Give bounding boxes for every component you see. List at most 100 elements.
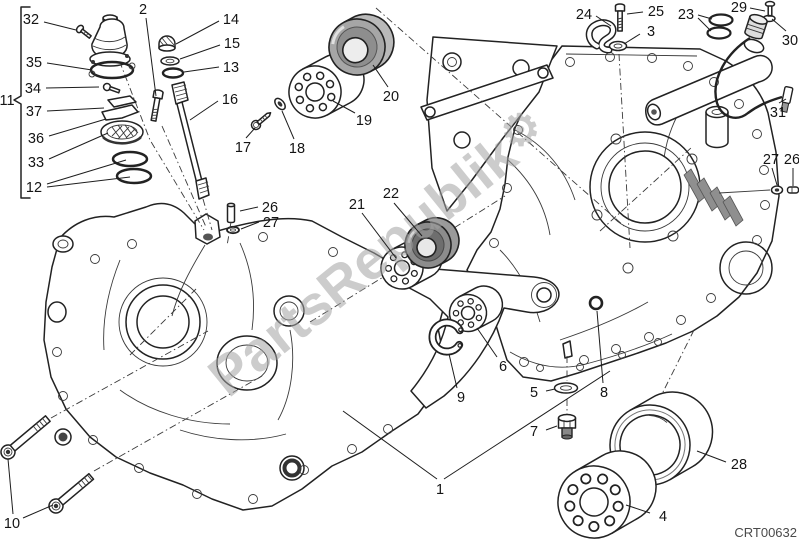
part-22-shaded-bearing [404, 216, 460, 269]
callout-13: 13 [223, 60, 239, 76]
leader-line-27 [771, 167, 778, 186]
callout-33: 33 [28, 155, 44, 171]
callout-34: 34 [25, 81, 41, 97]
part-32-screw [75, 24, 92, 39]
callout-20: 20 [383, 89, 399, 105]
part-breather-valve-assembly [75, 14, 205, 231]
part-33-mesh-filter [100, 120, 144, 145]
part-30-sensor [744, 13, 768, 40]
callout-36: 36 [28, 131, 44, 147]
leader-line-5 [545, 388, 556, 392]
leader-line-6 [476, 327, 498, 358]
leader-line-20 [372, 64, 389, 88]
part-27-washer-right [770, 185, 784, 195]
leader-line-26 [239, 206, 259, 212]
leader-line-24 [595, 15, 612, 27]
part-8-oring [588, 295, 604, 311]
part-28-spacer-ring [609, 391, 714, 486]
leader-line-1 [443, 370, 611, 480]
leader-line-23 [697, 17, 712, 32]
part-27-washer-left [226, 221, 240, 247]
leader-line-4 [625, 504, 651, 514]
callout-21: 21 [349, 197, 365, 213]
leader-line-16 [189, 100, 219, 121]
callout-19: 19 [356, 113, 372, 129]
part-20-shaded-bearing [328, 13, 395, 76]
part-4-ball-bearing [557, 450, 657, 539]
callout-37: 37 [26, 104, 42, 120]
part-36-stop-plate [101, 104, 139, 121]
callout-18: 18 [289, 141, 305, 157]
part-24-clamp [585, 19, 617, 54]
crankcase-arm [397, 265, 560, 409]
front-mount-frame [420, 36, 558, 212]
part-7-plug [557, 413, 577, 440]
callout-14: 14 [223, 12, 239, 28]
leader-line-8 [596, 310, 604, 384]
leader-line-34 [45, 86, 100, 89]
leader-line-9 [448, 353, 458, 389]
leader-line-7 [545, 425, 558, 431]
callout-31: 31 [770, 105, 786, 121]
leader-line-14 [175, 20, 220, 45]
part-12-orings [111, 150, 153, 185]
leader-line-30 [771, 18, 787, 32]
leader-line-27 [240, 221, 260, 230]
bolt-holes-right [489, 52, 770, 367]
leader-line-18 [281, 110, 295, 140]
callout-1: 1 [436, 482, 444, 498]
leader-line-21 [361, 212, 397, 259]
drain-stud [562, 340, 573, 359]
callout-17: 17 [235, 140, 251, 156]
leader-line-12 [46, 176, 131, 188]
callout-10: 10 [4, 516, 20, 532]
callout-7: 7 [530, 424, 538, 440]
callout-8: 8 [600, 385, 608, 401]
leader-line-1 [342, 410, 438, 480]
leader-line-19 [332, 100, 356, 114]
crankcase-half-right [420, 36, 780, 435]
callout-30: 30 [782, 33, 798, 49]
leader-line-33 [48, 132, 109, 160]
part-9-circlip [428, 318, 464, 356]
leader-line-10 [7, 458, 14, 515]
main-bore-left [118, 277, 208, 367]
part-16-stud [171, 81, 213, 231]
side-boss [719, 241, 773, 295]
leader-line-36 [48, 118, 107, 137]
breather-mount [194, 213, 221, 245]
callout-25: 25 [648, 4, 664, 20]
callout-35: 35 [26, 55, 42, 71]
leader-line-17 [245, 127, 256, 139]
callout-27: 27 [763, 152, 779, 168]
callout-5: 5 [530, 385, 538, 401]
leader-line-32 [43, 21, 77, 31]
callout-26: 26 [784, 152, 799, 168]
callout-3: 3 [647, 24, 655, 40]
leader-line-13 [183, 66, 220, 73]
callout-23: 23 [678, 7, 694, 23]
callout-15: 15 [224, 36, 240, 52]
part-14-cap-nut [158, 35, 176, 52]
callout-24: 24 [576, 7, 592, 23]
part-26-pin-right [786, 186, 799, 194]
callout-6: 6 [499, 359, 507, 375]
part-13-oring [161, 67, 185, 79]
leader-line-35 [46, 62, 93, 71]
part-10-bolts [0, 330, 263, 514]
leader-line-29 [749, 7, 766, 12]
callout-28: 28 [731, 457, 747, 473]
callout-22: 22 [383, 186, 399, 202]
diagram-code: CRT00632 [734, 525, 797, 540]
stud-tube [645, 54, 773, 126]
part-3-flange-nut [608, 40, 631, 249]
bolt-holes-left [52, 232, 393, 504]
leader-line-23 [697, 14, 713, 20]
vent-slots [683, 168, 744, 227]
callout-9: 9 [457, 390, 465, 406]
callout-11: 11 [0, 93, 15, 109]
part-26-pin-left [226, 202, 236, 224]
part-37-valve-plate [107, 95, 137, 108]
